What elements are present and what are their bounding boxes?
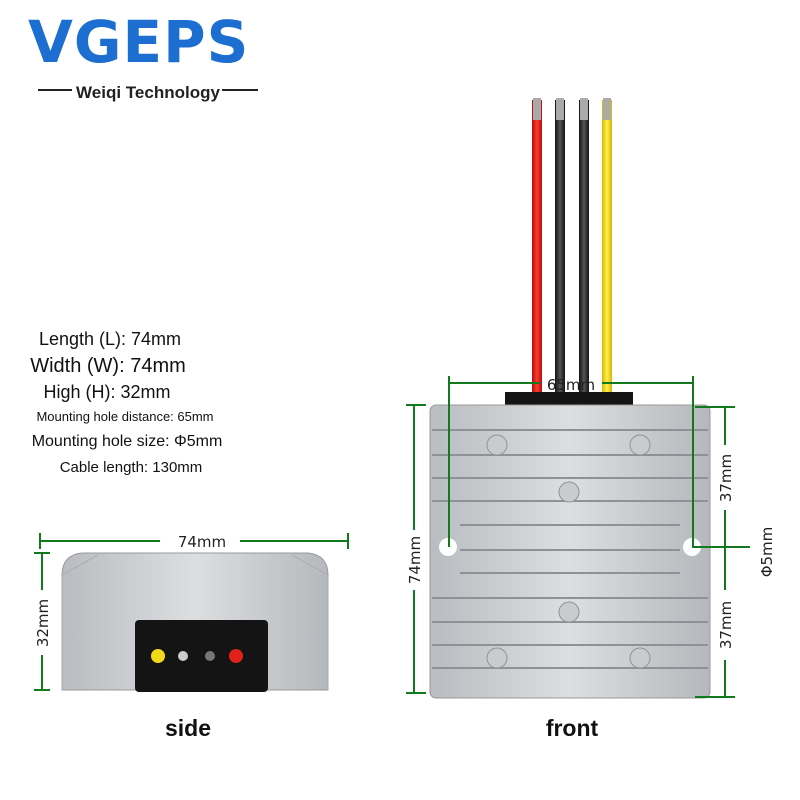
spec-hole-size: Mounting hole size: Φ5mm [32,433,223,450]
side-caption: side [165,715,211,741]
connector-panel [135,620,268,692]
front-body [429,404,711,699]
spec-length: Length (L): 74mm [39,329,181,349]
terminal [205,651,215,661]
side-height-dimension [34,552,50,691]
side-height-label: 32mm [34,599,52,647]
yellow-terminal [151,649,165,663]
spec-hole-distance: Mounting hole distance: 65mm [36,409,213,424]
black-wire [555,100,565,395]
red-wire [532,100,542,395]
spec-high: High (H): 32mm [43,382,170,402]
front-caption: front [546,715,599,741]
side-width-label: 74mm [178,533,226,551]
hole-diameter-label: Φ5mm [758,527,776,578]
cable-grommet [505,392,633,406]
cables [532,98,612,395]
black-wire [579,100,589,395]
half-height-dimension [692,406,750,698]
front-height-label: 74mm [406,536,424,584]
upper-half-label: 37mm [717,454,735,502]
hole-distance-label: 65mm [547,376,595,394]
spec-width: Width (W): 74mm [30,355,186,377]
front-view: 65mm 74mm 37mm 37mm Φ5mm front [406,98,776,741]
hole-distance-dimension [448,376,694,547]
spec-cable-length: Cable length: 130mm [60,459,203,476]
spec-list: Length (L): 74mm Width (W): 74mm High (H… [30,329,222,476]
yellow-wire [602,100,612,395]
red-terminal [229,649,243,663]
screws [486,434,651,669]
lower-half-label: 37mm [717,601,735,649]
side-view: 74mm 32mm side [34,533,349,741]
brand-logo: VGEPS Weiqi Technology [28,8,258,102]
front-height-dimension [406,404,426,694]
brand-tagline: Weiqi Technology [76,83,220,102]
terminal [178,651,188,661]
brand-name: VGEPS [28,8,249,76]
side-width-dimension [39,533,349,549]
